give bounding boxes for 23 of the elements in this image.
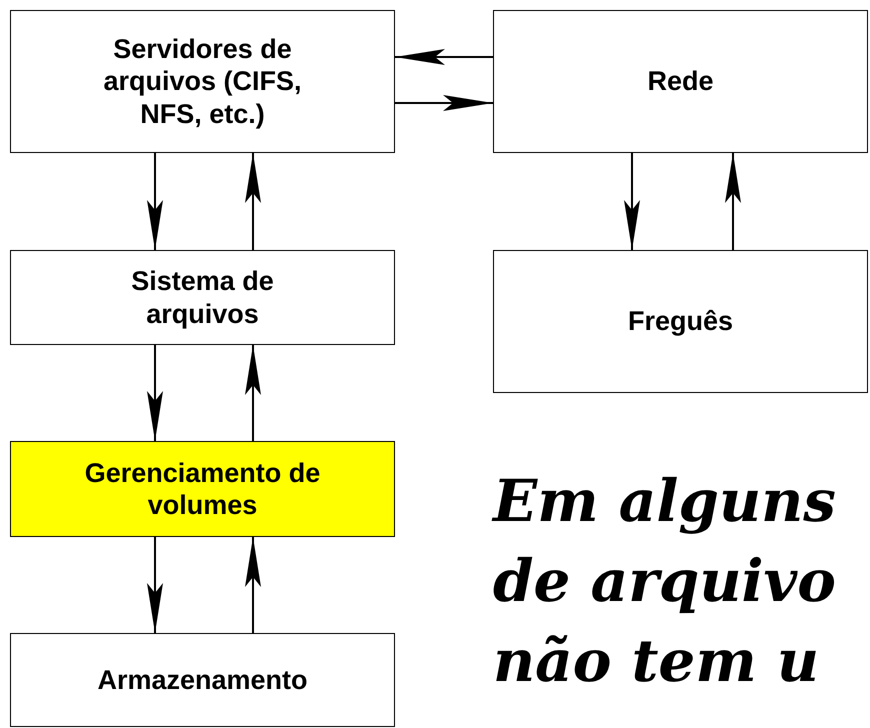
- arrow: [147, 153, 163, 250]
- arrow: [147, 345, 163, 441]
- arrow: [147, 537, 163, 633]
- process-box: [10, 250, 395, 345]
- box-label: Servidores de arquivos (CIFS, NFS, etc.): [102, 32, 303, 130]
- process-box: [493, 250, 868, 393]
- arrow: [245, 345, 261, 441]
- process-box: [493, 10, 868, 153]
- arrow: [725, 153, 741, 250]
- highlighted-box: [10, 441, 395, 537]
- process-box: [10, 10, 395, 153]
- box-label: Gerenciamento de volumes: [84, 456, 322, 522]
- box-label: Armazenamento: [97, 664, 308, 696]
- process-box: [10, 633, 395, 727]
- box-label: Freguês: [628, 305, 734, 338]
- arrow: [624, 153, 640, 250]
- box-label: Rede: [647, 65, 714, 98]
- arrow: [395, 95, 493, 111]
- box-label: Sistema de arquivos: [130, 265, 275, 330]
- arrow: [245, 153, 261, 250]
- arrow: [245, 537, 261, 633]
- arrow: [395, 49, 493, 65]
- note-text: não tem u: [493, 632, 820, 690]
